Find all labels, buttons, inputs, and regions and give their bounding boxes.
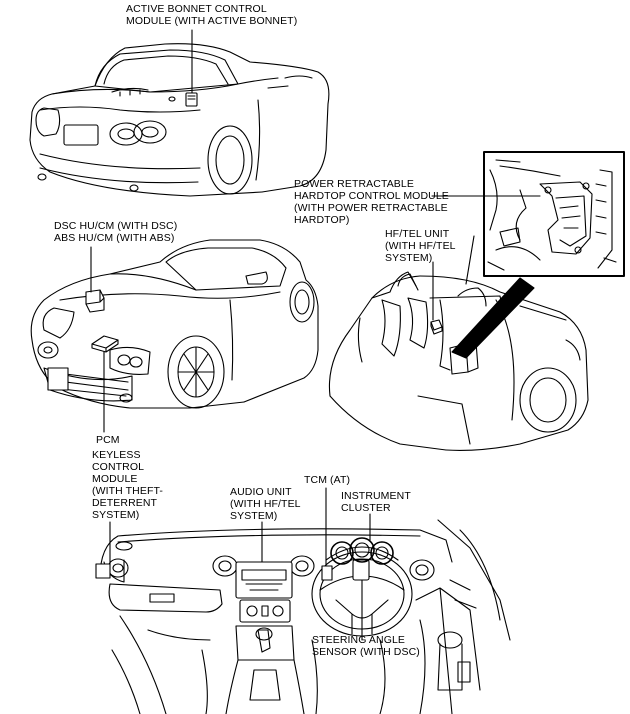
label-line: PCM (96, 434, 120, 446)
label-line: AUDIO UNIT (230, 486, 292, 498)
label-line: DSC HU/CM (WITH DSC) (54, 220, 178, 232)
label-line: CLUSTER (341, 502, 391, 514)
front-car-illustration (30, 239, 319, 409)
label-line: MODULE (92, 473, 138, 485)
label-pcm: PCM (96, 434, 120, 446)
label-line: SYSTEM) (385, 252, 433, 264)
label-line: HARDTOP CONTROL MODULE (294, 190, 449, 202)
label-line: (WITH HF/TEL (385, 240, 456, 252)
label-line: KEYLESS (92, 449, 141, 461)
label-line: POWER RETRACTABLE (294, 178, 414, 190)
rear-car-illustration (29, 43, 330, 197)
label-line: HARDTOP) (294, 214, 350, 226)
label-line: (WITH POWER RETRACTABLE (294, 202, 448, 214)
label-line: CONTROL (92, 461, 145, 473)
label-line: INSTRUMENT (341, 490, 411, 502)
label-line: SYSTEM) (92, 509, 140, 521)
label-line: TCM (AT) (304, 474, 351, 486)
label-dsc-abs-hu-cm: DSC HU/CM (WITH DSC)ABS HU/CM (WITH ABS) (54, 220, 177, 244)
label-line: MODULE (WITH ACTIVE BONNET) (126, 15, 298, 27)
label-tcm-at: TCM (AT) (304, 474, 350, 486)
detail-pointer (451, 277, 535, 359)
hardtop-detail-inset (483, 151, 625, 277)
label-line: HF/TEL UNIT (385, 228, 450, 240)
dashboard-illustration (95, 519, 511, 714)
label-line: SYSTEM) (230, 510, 278, 522)
label-line: (WITH THEFT- (92, 485, 163, 497)
label-line: SENSOR (WITH DSC) (312, 646, 420, 658)
label-line: ABS HU/CM (WITH ABS) (54, 232, 175, 244)
label-line: (WITH HF/TEL (230, 498, 301, 510)
label-line: DETERRENT (92, 497, 158, 509)
label-line: ACTIVE BONNET CONTROL (126, 3, 267, 15)
label-line: STEERING ANGLE (312, 634, 406, 646)
